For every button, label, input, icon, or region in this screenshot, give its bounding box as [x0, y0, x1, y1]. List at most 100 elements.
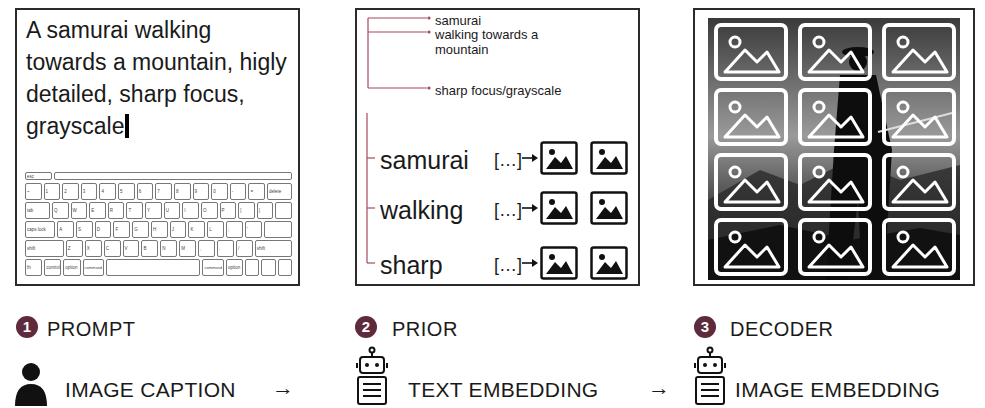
tree-dots	[427, 16, 430, 89]
key-label: caps lock	[27, 227, 46, 232]
key-label: 6	[139, 189, 142, 194]
keyboard-key: caps lock	[25, 221, 55, 238]
key-label: option	[65, 265, 77, 270]
keyboard-key: W	[71, 202, 88, 219]
keyboard-key: option	[63, 259, 80, 276]
keyboard-key: option	[226, 259, 243, 276]
key-label: command	[204, 265, 222, 270]
token-word: sharp	[380, 250, 443, 280]
keyboard-key: 6	[137, 183, 154, 200]
keyboard-key	[106, 259, 200, 276]
keyboard-key	[275, 202, 292, 219]
key-label: ~	[27, 189, 30, 194]
keyboard-key: A	[57, 221, 74, 238]
ellipsis-text: […]	[494, 149, 522, 171]
stage-label: TEXT EMBEDDING	[408, 377, 599, 402]
prior-panel: samuraiwalking towards a mountainsharp f…	[355, 8, 640, 286]
keyboard: esc~1234567890-=deletetabQWERTYUIOP[]cap…	[25, 172, 292, 276]
robot-icon	[695, 348, 725, 405]
keyboard-key: O	[201, 202, 218, 219]
keyboard-key: E	[89, 202, 106, 219]
key-label: 8	[176, 189, 179, 194]
keyboard-key: T	[126, 202, 143, 219]
key-label: X	[87, 246, 90, 251]
keyboard-key: ]	[257, 202, 274, 219]
key-label: W	[73, 208, 77, 213]
keyboard-key: 7	[155, 183, 172, 200]
key-label: N	[162, 246, 165, 251]
key-label: ]	[259, 208, 260, 213]
flow-arrow: →	[648, 375, 670, 401]
token-text: walking towards a mountain	[435, 27, 555, 57]
key-label: 1	[46, 189, 49, 194]
ellipsis-text: […]	[494, 199, 522, 221]
step-heading: DECODER	[730, 318, 834, 341]
keyboard-key: 8	[174, 183, 191, 200]
keyboard-key	[264, 221, 292, 238]
key-label: [	[240, 208, 241, 213]
key-label: P	[222, 208, 225, 213]
keyboard-key: command	[83, 259, 104, 276]
key-label: B	[143, 246, 146, 251]
key-label: M	[181, 246, 185, 251]
key-label: J	[172, 227, 174, 232]
key-label: 2	[64, 189, 67, 194]
key-label: /	[238, 246, 239, 251]
keyboard-key: 3	[81, 183, 98, 200]
keyboard-key: '	[245, 221, 262, 238]
key-label: Q	[54, 208, 58, 213]
keyboard-key: 2	[62, 183, 79, 200]
keyboard-key: Z	[66, 240, 83, 257]
key-label: 3	[83, 189, 86, 194]
key-label: 9	[195, 189, 198, 194]
stage-label: IMAGE CAPTION	[65, 377, 236, 402]
keyboard-key: Q	[52, 202, 69, 219]
keyboard-key: [	[238, 202, 255, 219]
token-word: samurai	[380, 145, 469, 175]
keyboard-key: Y	[145, 202, 162, 219]
keyboard-key: .	[217, 240, 234, 257]
keyboard-key: G	[132, 221, 149, 238]
step-heading: PRIOR	[392, 318, 458, 341]
prompt-text: A samurai walking towards a mountain, hi…	[26, 14, 294, 142]
key-label: 0	[213, 189, 216, 194]
step-heading: PROMPT	[47, 318, 136, 341]
keyboard-key: 9	[193, 183, 210, 200]
key-label: 4	[101, 189, 104, 194]
key-label: O	[203, 208, 207, 213]
keyboard-key: =	[248, 183, 265, 200]
keyboard-key: V	[123, 240, 140, 257]
keyboard-key: fn	[25, 259, 42, 276]
key-label: ,	[200, 246, 201, 251]
image-grid	[716, 25, 954, 274]
keyboard-key: ;	[226, 221, 243, 238]
keyboard-key: 1	[44, 183, 61, 200]
step-number: 1	[16, 318, 38, 336]
keyboard-key: H	[151, 221, 168, 238]
key-label: shift	[257, 246, 265, 251]
generated-photo	[708, 18, 960, 280]
keyboard-key: C	[104, 240, 121, 257]
keyboard-key	[245, 259, 259, 276]
ellipsis-text: […]	[494, 254, 522, 276]
key-label: option	[228, 265, 240, 270]
keyboard-key	[278, 259, 292, 276]
key-label: esc	[27, 174, 34, 179]
keyboard-key: tab	[25, 202, 50, 219]
key-label: '	[247, 227, 248, 232]
keyboard-key	[261, 259, 275, 276]
tree-lines	[367, 18, 427, 263]
text-cursor	[125, 114, 129, 138]
keyboard-key: K	[188, 221, 205, 238]
keyboard-key: 0	[211, 183, 228, 200]
key-label: shift	[27, 246, 35, 251]
key-label: F	[115, 227, 118, 232]
keyboard-key: 4	[99, 183, 116, 200]
keyboard-key: delete	[267, 183, 292, 200]
key-label: L	[209, 227, 212, 232]
keyboard-key: esc	[25, 172, 52, 180]
key-label: =	[250, 189, 253, 194]
key-label: 7	[157, 189, 160, 194]
